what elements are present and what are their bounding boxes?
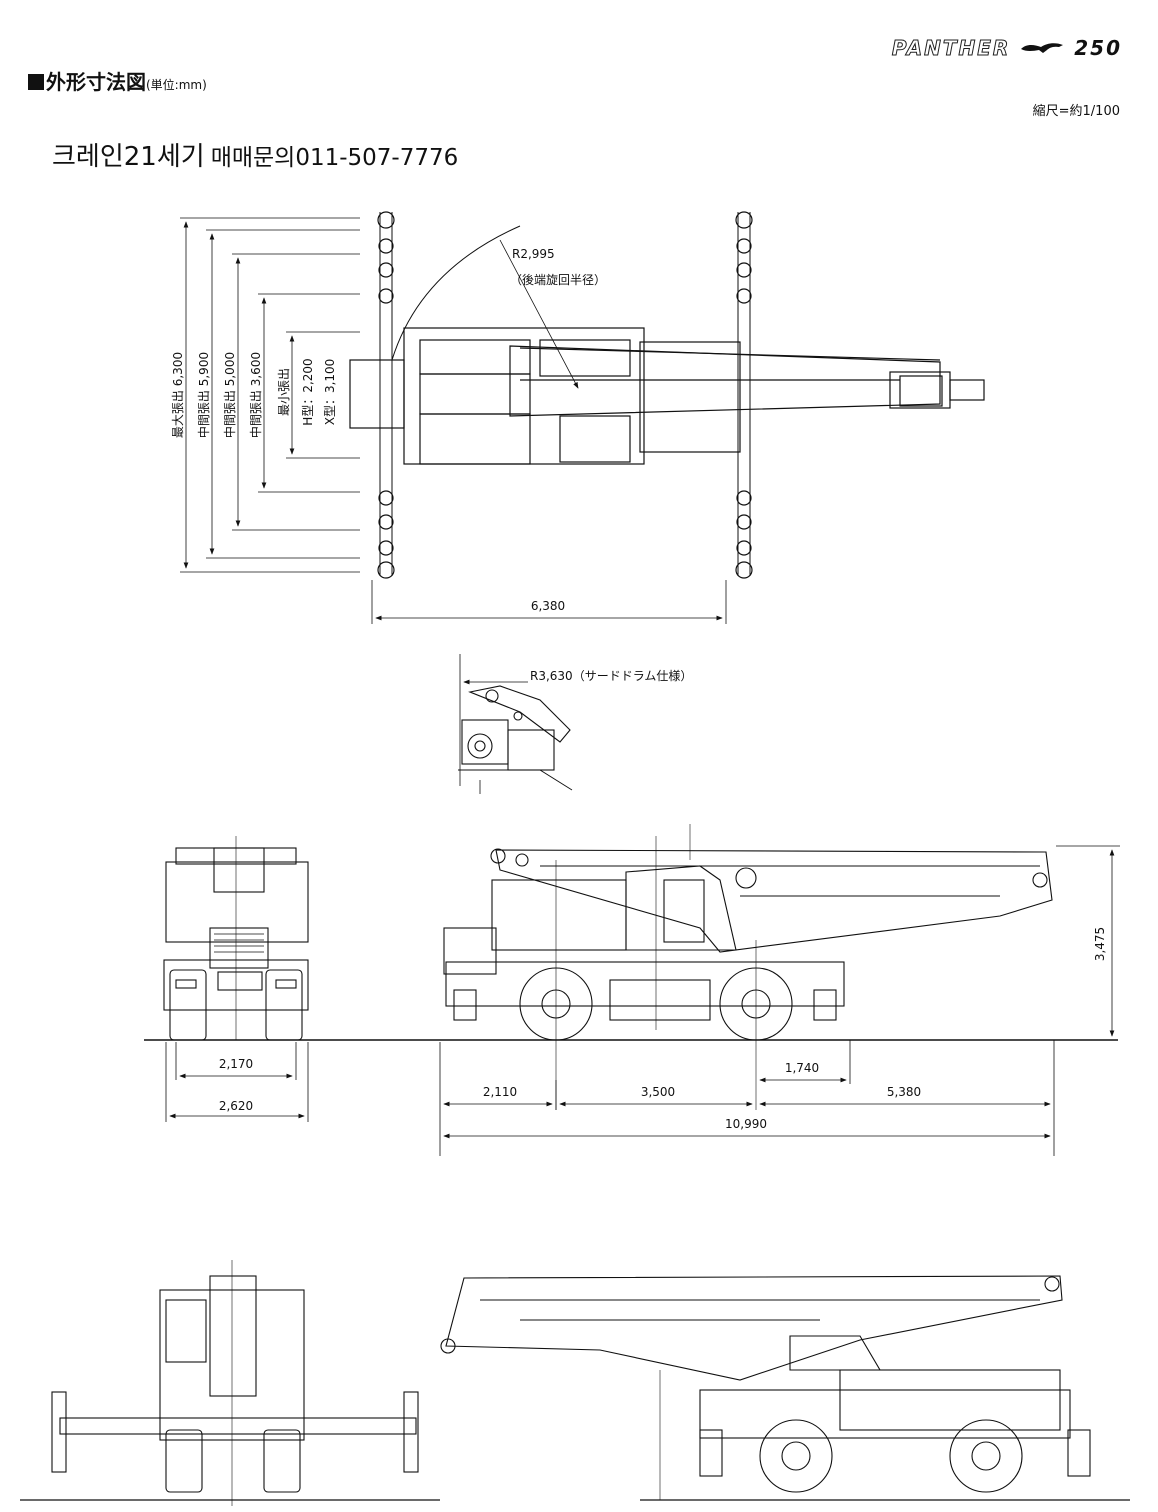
max-extension-label: 最大張出 6,300: [171, 352, 185, 438]
square-bullet-icon: [28, 74, 44, 90]
side-view-travel: [439, 824, 1120, 1156]
panther-icon: [1021, 43, 1064, 53]
scale-note: 縮尺=約1/100: [1032, 104, 1120, 119]
brand-logo: PANTHER 250: [891, 36, 1122, 61]
tail-radius-note: （後端旋回半径）: [510, 273, 606, 287]
rear-dim-label: 1,740: [785, 1061, 819, 1075]
front-view-travel: [163, 836, 309, 1122]
unit-note: (単位:mm): [146, 78, 207, 92]
third-drum-radius-label: R3,630（サードドラム仕様）: [530, 669, 692, 683]
front-track-label: 2,170: [219, 1057, 253, 1071]
mid-extension-5000-label: 中間張出 5,000: [222, 352, 237, 438]
mid-extension-3600-label: 中間張出 3,600: [248, 352, 263, 438]
company-name: 크레인21세기: [52, 142, 205, 172]
front-width-label: 2,620: [219, 1099, 253, 1113]
top-view: [180, 211, 985, 624]
front-overhang-label: 2,110: [483, 1085, 517, 1099]
height-label: 3,475: [1093, 927, 1107, 961]
min-extension-x-label: X型：3,100: [323, 359, 337, 426]
min-extension-label: 最小張出: [277, 368, 291, 416]
model-number: 250: [1074, 36, 1122, 60]
inquiry-phone: 매매문의011-507-7776: [210, 145, 459, 171]
brand-name: PANTHER: [891, 36, 1011, 61]
boom-overhang-label: 5,380: [887, 1085, 921, 1099]
overall-length-label: 10,990: [725, 1117, 767, 1131]
wheelbase-label: 3,500: [641, 1085, 675, 1099]
mid-extension-5900-label: 中間張出 5,900: [196, 352, 211, 438]
min-extension-h-label: H型：2,200: [301, 358, 315, 425]
third-drum-detail: [458, 654, 573, 794]
page-title: 外形寸法図(単位:mm): [28, 66, 207, 95]
side-view-working: [440, 1275, 1130, 1501]
outrigger-pad-right: [735, 211, 753, 579]
front-view-working: [20, 1260, 440, 1506]
title-text: 外形寸法図: [46, 70, 146, 94]
outrigger-pad-left: [377, 211, 395, 579]
outrigger-span-label: 6,380: [531, 599, 565, 613]
tail-radius-label: R2,995: [512, 247, 555, 261]
